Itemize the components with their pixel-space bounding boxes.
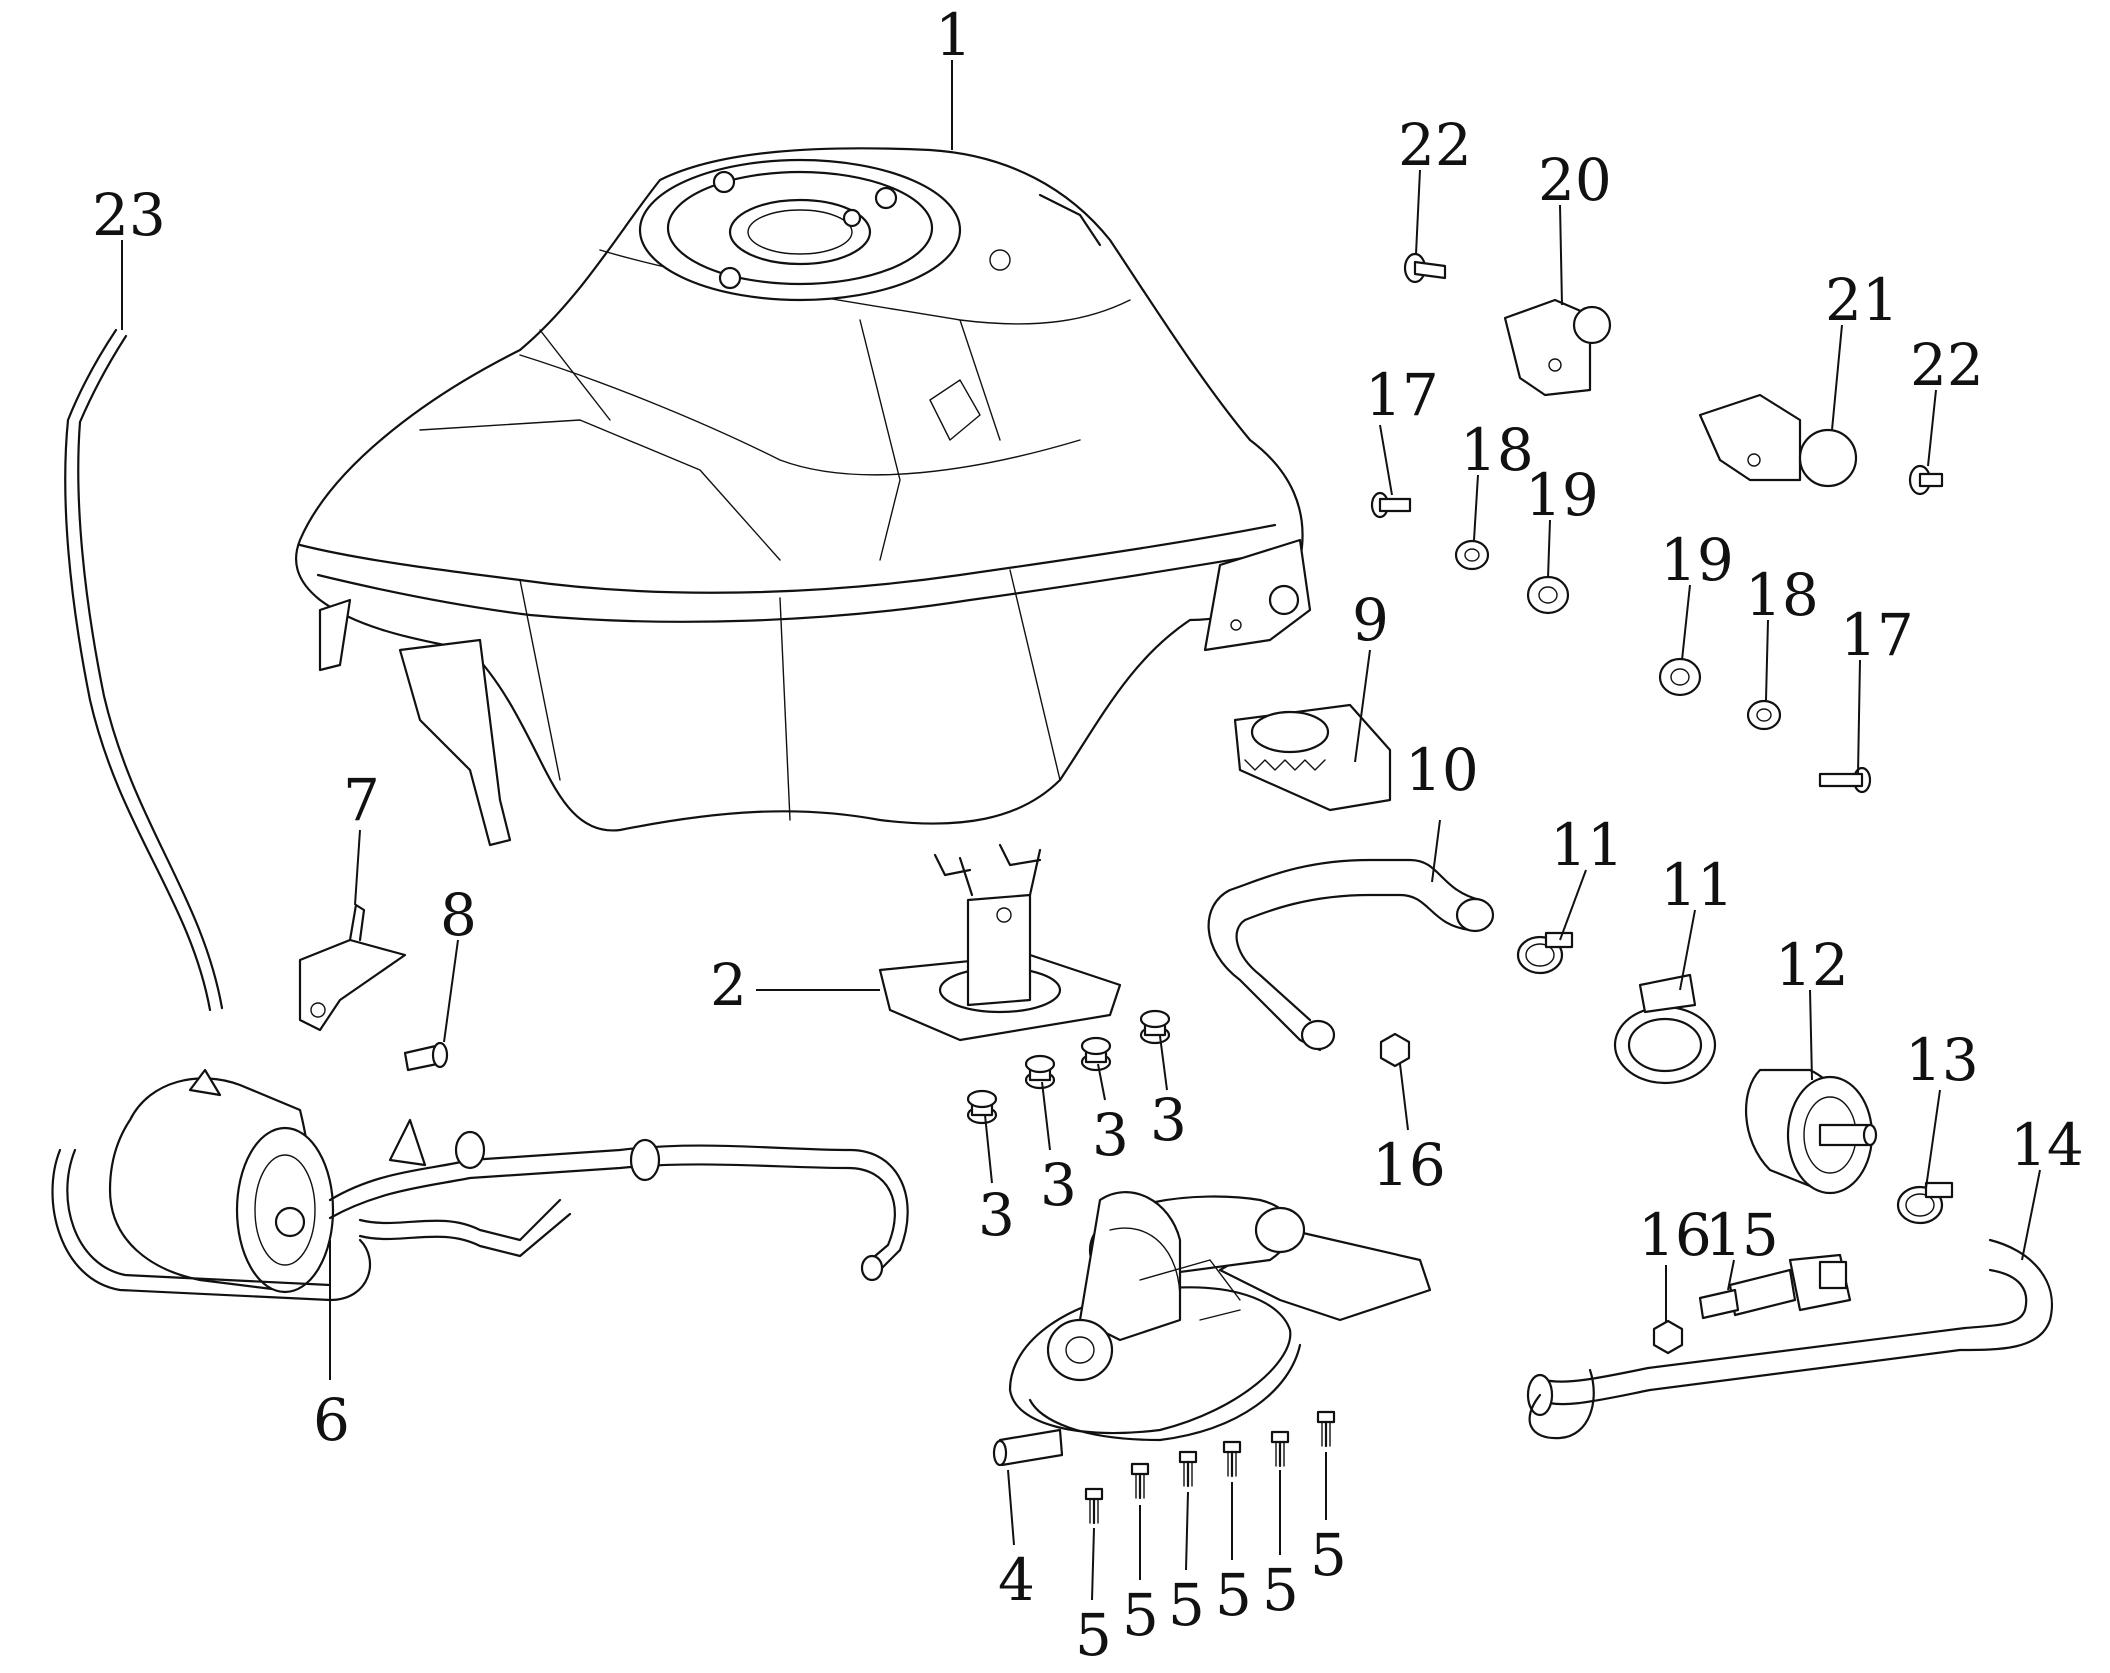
callout-labels: 1 2 3 3 3 3 4 5 5 5 5 5 5 6 7 8 9 10 11 … xyxy=(92,1,2084,1669)
callout-8: 8 xyxy=(440,881,477,949)
callout-14: 14 xyxy=(2010,1111,2084,1179)
callout-11: 13 xyxy=(1905,1026,1979,1094)
callout-19: 19 xyxy=(1525,461,1599,529)
callout-3: 3 xyxy=(978,1181,1015,1249)
fuel-hose-10 xyxy=(1207,858,1495,1052)
bolt-8 xyxy=(403,1041,449,1072)
fuel-pump-assembly xyxy=(992,1191,1432,1467)
callout-15: 15 xyxy=(1705,1201,1779,1269)
callout-21: 21 xyxy=(1825,266,1899,334)
callout-11: 11 xyxy=(1550,811,1624,879)
callout-19: 19 xyxy=(1660,526,1734,594)
fuel-tank xyxy=(294,147,1312,847)
callout-17: 17 xyxy=(1365,361,1439,429)
callout-13: 12 xyxy=(1775,931,1849,999)
callout-9: 9 xyxy=(1352,586,1389,654)
callout-5: 5 xyxy=(1075,1601,1112,1668)
pump-flange-bracket xyxy=(878,843,1122,1042)
callout-5: 5 xyxy=(1215,1561,1252,1629)
quick-connector-15 xyxy=(1698,1253,1852,1320)
callout-18: 18 xyxy=(1460,416,1534,484)
callout-18: 18 xyxy=(1745,561,1819,629)
callout-12: 11 xyxy=(1660,851,1734,919)
bolts-17 xyxy=(1370,491,1872,794)
callout-7: 7 xyxy=(343,766,380,834)
callout-17: 17 xyxy=(1840,601,1914,669)
bracket-7 xyxy=(298,903,407,1032)
pump-screws xyxy=(1084,1410,1336,1525)
bolts-22 xyxy=(1403,252,1944,496)
fuel-filter-13 xyxy=(1744,1068,1878,1195)
callout-20: 20 xyxy=(1538,146,1612,214)
callout-6: 6 xyxy=(313,1386,350,1454)
callout-5: 5 xyxy=(1262,1556,1299,1624)
fuel-hose-14 xyxy=(1526,1238,2053,1440)
callout-5: 5 xyxy=(1310,1521,1347,1589)
callout-23: 23 xyxy=(92,181,166,249)
hose-clamps xyxy=(1516,931,1954,1225)
callout-2: 2 xyxy=(710,951,747,1019)
bracket-21 xyxy=(1698,393,1858,488)
callout-1: 1 xyxy=(935,1,972,69)
charcoal-canister xyxy=(51,1068,909,1302)
grommets-19 xyxy=(1526,575,1702,697)
band-clamp-12 xyxy=(1613,973,1717,1085)
callout-16: 16 xyxy=(1638,1201,1712,1269)
callout-3: 3 xyxy=(1040,1151,1077,1219)
vent-tube-23 xyxy=(64,328,224,1012)
washers-18 xyxy=(1454,539,1782,731)
callout-3: 3 xyxy=(1150,1086,1187,1154)
mounting-pad-9 xyxy=(1233,703,1392,812)
callout-5: 5 xyxy=(1122,1581,1159,1649)
callout-16: 16 xyxy=(1372,1131,1446,1199)
callout-5: 5 xyxy=(1168,1571,1205,1639)
grommets xyxy=(966,1009,1171,1125)
callout-22: 22 xyxy=(1910,331,1984,399)
bracket-20 xyxy=(1503,298,1612,397)
callout-3: 3 xyxy=(1092,1101,1129,1169)
callout-10: 10 xyxy=(1405,736,1479,804)
callout-4: 4 xyxy=(998,1546,1035,1614)
leader-lines xyxy=(121,60,2041,1601)
callout-22: 22 xyxy=(1398,111,1472,179)
caps-16 xyxy=(1379,1032,1684,1355)
